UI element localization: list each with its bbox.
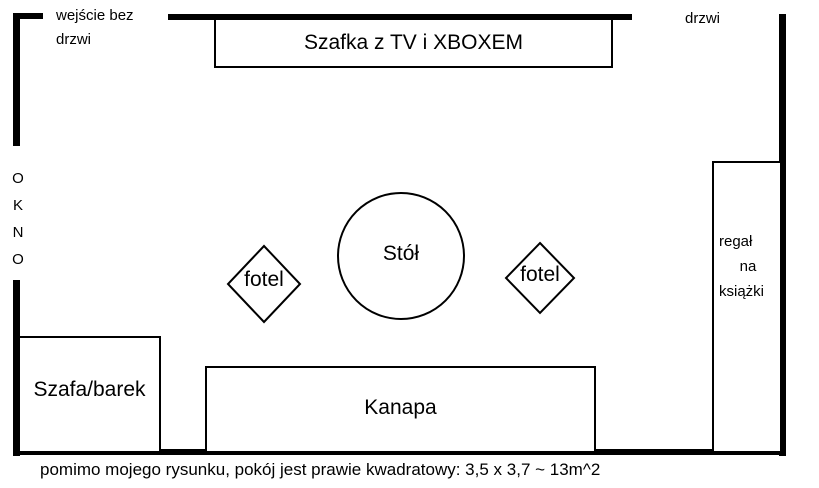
wall-left-upper xyxy=(13,13,20,146)
table-label: Stół xyxy=(382,242,420,265)
bookshelf: regał na książki xyxy=(712,161,780,451)
wardrobe-label: Szafa/barek xyxy=(33,377,146,401)
bookshelf-label-line: regał xyxy=(719,233,753,250)
sofa-label: Kanapa xyxy=(364,395,437,419)
bookshelf-label-line: książki xyxy=(719,283,765,300)
room-size-note: pomimo mojego rysunku, pokój jest prawie… xyxy=(40,460,601,479)
table: Stół xyxy=(337,192,465,320)
armchair-left-label: fotel xyxy=(244,268,284,291)
armchair-right: fotel xyxy=(504,241,576,315)
tv-cabinet-label: Szafka z TV i XBOXEM xyxy=(303,31,523,54)
armchair-left: fotel xyxy=(226,244,302,324)
window-letter: O xyxy=(12,251,24,268)
wall-left-lower xyxy=(13,280,20,456)
bookshelf-label: regał na książki xyxy=(719,229,777,304)
window-letter: O xyxy=(12,170,24,187)
armchair-right-shape xyxy=(504,241,576,315)
window-label: O K N O xyxy=(10,165,26,273)
door-label: drzwi xyxy=(685,10,721,27)
armchair-left-shape xyxy=(226,244,302,324)
wall-top xyxy=(168,14,632,20)
wall-top-left xyxy=(13,13,43,19)
sofa: Kanapa xyxy=(205,366,596,451)
tv-cabinet: Szafka z TV i XBOXEM xyxy=(214,20,613,68)
wall-right xyxy=(779,14,786,456)
entry-label: wejście bez drzwi xyxy=(56,7,134,48)
bookshelf-label-line: na xyxy=(739,258,757,275)
armchair-right-label: fotel xyxy=(520,263,560,286)
window-letter: K xyxy=(12,197,23,214)
window-letter: N xyxy=(12,224,24,241)
wardrobe: Szafa/barek xyxy=(20,336,161,451)
wall-bottom xyxy=(13,449,786,455)
